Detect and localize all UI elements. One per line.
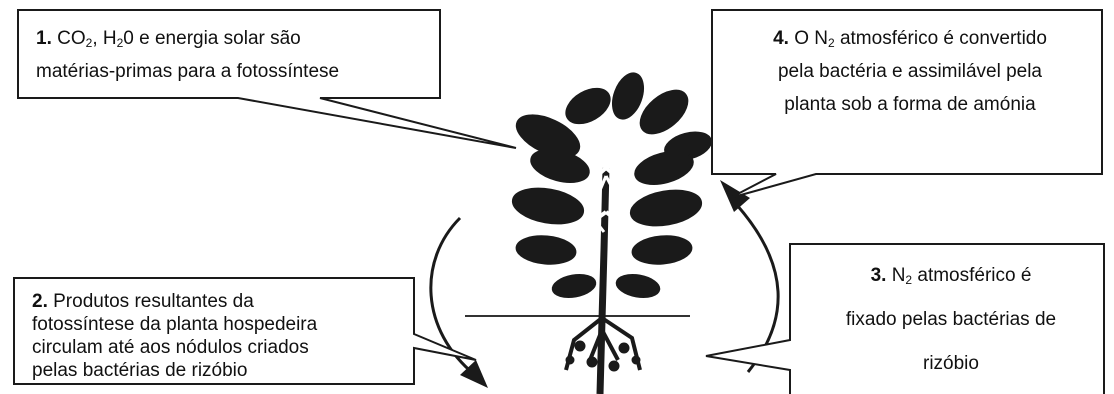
callout-1-number: 1. [36, 28, 52, 49]
callout-3-line-1: 3. N2 atmosférico é [806, 254, 1096, 298]
callout-4-text-b: atmosférico é convertido [835, 28, 1047, 49]
callout-4-text: 4. O N2 atmosférico é convertido pela ba… [730, 22, 1090, 121]
callout-4-line-2: pela bactéria e assimilável pela [730, 55, 1090, 88]
callout-1-text-c: 0 e energia solar são [123, 28, 300, 49]
plant-illustration [510, 69, 715, 394]
callout-4-number: 4. [773, 28, 789, 49]
callout-3-number: 3. [871, 265, 887, 286]
callout-3-text-b: atmosférico é [912, 265, 1031, 286]
callout-4-line-1: 4. O N2 atmosférico é convertido [730, 22, 1090, 55]
callout-4-text-a: O N [789, 28, 828, 49]
callout-1-line-2: matérias-primas para a fotossíntese [36, 55, 436, 88]
callout-2-text-a: Produtos resultantes da [48, 291, 254, 312]
callout-1-text-a: CO [52, 28, 86, 49]
callout-3-line-3: rizóbio [806, 342, 1096, 386]
callout-4-line-3: planta sob a forma de amónia [730, 88, 1090, 121]
callout-3-text-a: N [886, 265, 905, 286]
callout-2-number: 2. [32, 291, 48, 312]
callout-1-line-1: 1. CO2, H20 e energia solar são [36, 22, 436, 55]
callout-2-text: 2. Produtos resultantes da fotossíntese … [32, 290, 412, 382]
callout-4-sub: 2 [828, 36, 835, 50]
callout-3-text: 3. N2 atmosférico é fixado pelas bactéri… [806, 254, 1096, 386]
callout-2-line-2: fotossíntese da planta hospedeira [32, 313, 412, 336]
callout-2-line-3: circulam até aos nódulos criados [32, 336, 412, 359]
callout-2-line-4: pelas bactérias de rizóbio [32, 359, 412, 382]
callout-3-line-2: fixado pelas bactérias de [806, 298, 1096, 342]
callout-2-line-1: 2. Produtos resultantes da [32, 290, 412, 313]
callout-1-text-b: , H [92, 28, 116, 49]
callout-1-text: 1. CO2, H20 e energia solar são matérias… [36, 22, 436, 88]
